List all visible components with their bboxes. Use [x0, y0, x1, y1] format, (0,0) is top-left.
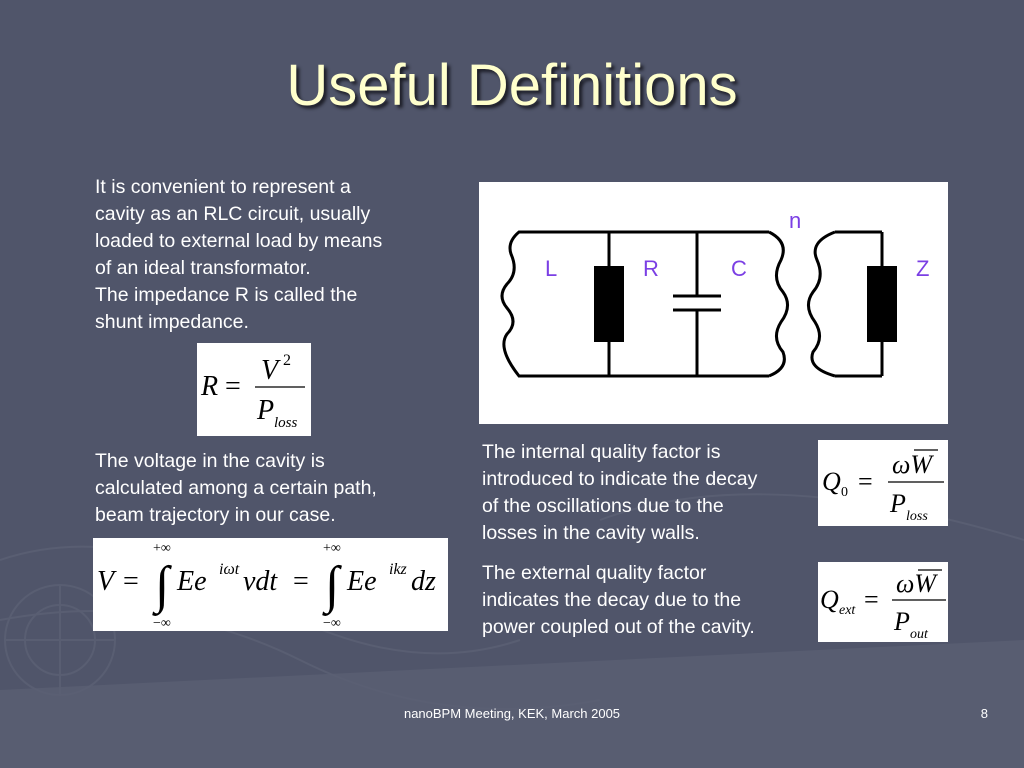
formula-r-sup: 2 — [283, 352, 291, 369]
shunt-impedance-formula: R = V 2 P loss — [197, 343, 311, 436]
formula-v-int-2: ∫ — [322, 557, 342, 616]
formula-q0-eq: = — [858, 467, 873, 496]
text-line: introduced to indicate the decay — [482, 468, 758, 490]
formula-qext-den-sub: out — [910, 627, 929, 642]
text-line: loaded to external load by means — [95, 230, 383, 252]
text-line: beam trajectory in our case. — [95, 504, 336, 526]
page-number: 8 — [980, 706, 988, 721]
formula-r-den-sub: loss — [274, 415, 298, 431]
circuit-label-c: C — [731, 256, 747, 281]
rlc-circuit-diagram: L R C Z n — [479, 182, 948, 424]
formula-v-upper-2: +∞ — [323, 541, 341, 556]
formula-v-term-2-tail: dz — [411, 566, 436, 597]
text-line: indicates the decay due to the — [482, 589, 742, 611]
text-line: The external quality factor — [482, 562, 707, 584]
formula-qext-lhs-sub: ext — [839, 603, 856, 618]
formula-v-eq-2: = — [293, 566, 309, 597]
formula-r-den: P — [256, 395, 274, 426]
voltage-formula: V = +∞ ∫ −∞ Ee iωt vdt = +∞ ∫ −∞ Ee ikz … — [93, 538, 448, 631]
internal-q-paragraph: The internal quality factor is introduce… — [482, 439, 812, 547]
formula-qext-num: ωW — [896, 569, 938, 598]
formula-v-upper-1: +∞ — [153, 541, 171, 556]
formula-r-eq: = — [225, 371, 241, 402]
text-line: The impedance R is called the — [95, 284, 358, 306]
circuit-label-n: n — [789, 208, 801, 233]
slide-title: Useful Definitions — [286, 53, 738, 118]
formula-q0-den-sub: loss — [906, 509, 928, 524]
intro-paragraph: It is convenient to represent a cavity a… — [95, 174, 455, 336]
text-line: The voltage in the cavity is — [95, 450, 325, 472]
formula-v-lower-1: −∞ — [153, 616, 171, 631]
formula-q0-lhs-sub: 0 — [841, 485, 848, 500]
formula-q0-den: P — [889, 489, 906, 518]
resistor-r-symbol — [594, 266, 624, 342]
text-line: of the oscillations due to the — [482, 495, 724, 517]
circuit-label-r: R — [643, 256, 659, 281]
text-line: cavity as an RLC circuit, usually — [95, 203, 371, 225]
formula-qext-den: P — [893, 607, 910, 636]
formula-v-eq: = — [123, 566, 139, 597]
text-line: of an ideal transformator. — [95, 257, 311, 279]
internal-q-formula: Q 0 = ωW P loss — [818, 440, 948, 526]
formula-v-term-2: Ee — [346, 566, 377, 597]
formula-v-lower-2: −∞ — [323, 616, 341, 631]
formula-v-term-1-tail: vdt — [243, 566, 278, 597]
formula-v-int-1: ∫ — [152, 557, 172, 616]
formula-v-term-2-sup: ikz — [389, 561, 408, 578]
text-line: shunt impedance. — [95, 311, 249, 333]
slide-footer: nanoBPM Meeting, KEK, March 2005 — [403, 706, 621, 721]
text-line: calculated among a certain path, — [95, 477, 377, 499]
load-z-symbol — [867, 266, 897, 342]
formula-qext-eq: = — [864, 585, 879, 614]
formula-r-lhs: R — [200, 371, 218, 402]
circuit-label-z: Z — [916, 256, 929, 281]
circuit-label-l: L — [545, 256, 557, 281]
text-line: losses in the cavity walls. — [482, 522, 700, 544]
external-q-formula: Q ext = ωW P out — [818, 562, 948, 642]
voltage-paragraph: The voltage in the cavity is calculated … — [95, 448, 455, 529]
formula-v-term-1-sup: iωt — [219, 561, 240, 578]
formula-v-lhs: V — [97, 566, 117, 597]
formula-q0-num: ωW — [892, 450, 934, 479]
text-line: power coupled out of the cavity. — [482, 616, 755, 638]
text-line: It is convenient to represent a — [95, 176, 351, 198]
formula-r-num: V — [261, 355, 281, 386]
formula-v-term-1: Ee — [176, 566, 207, 597]
formula-qext-lhs: Q — [820, 585, 839, 614]
formula-q0-lhs: Q — [822, 467, 841, 496]
external-q-paragraph: The external quality factor indicates th… — [482, 560, 812, 641]
text-line: The internal quality factor is — [482, 441, 721, 463]
